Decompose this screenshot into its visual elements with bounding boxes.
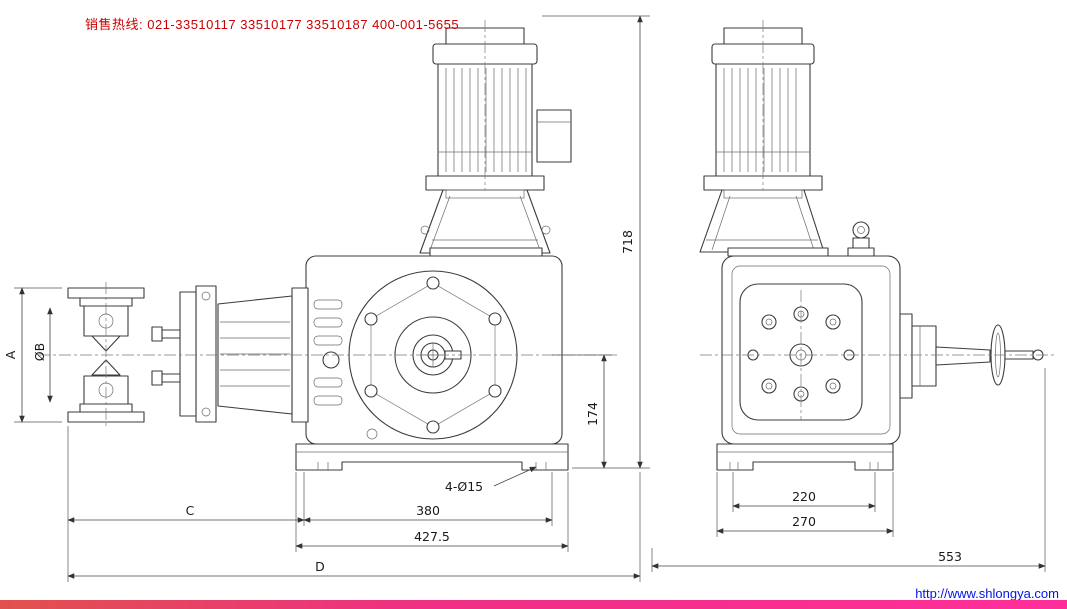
- dim-label-base-length: 427.5: [414, 529, 450, 544]
- dim-label-mounting-holes: 4-Ø15: [445, 479, 483, 494]
- dimension-annotations: 718 174 A ØB C 380 427.5 D 4-Ø15 220 270…: [3, 15, 1046, 582]
- gearbox-side: [721, 247, 901, 445]
- motor-front: [425, 20, 572, 208]
- dim-label-side-hole-spacing: 220: [792, 489, 816, 504]
- oil-sight-icon: [322, 351, 340, 369]
- dim-label-side-base-width: 270: [792, 514, 816, 529]
- base-side: [716, 443, 894, 471]
- relief-valve: [847, 221, 875, 257]
- dim-label-c: C: [186, 503, 195, 518]
- drain-plug-icon: [366, 428, 378, 440]
- dim-label-pipe-bore: ØB: [32, 343, 47, 361]
- website-link[interactable]: http://www.shlongya.com: [915, 586, 1059, 601]
- dim-label-hole-spacing: 380: [416, 503, 440, 518]
- lantern-side: [699, 189, 825, 253]
- front-view: [67, 20, 572, 471]
- pump-head-front: [151, 285, 309, 423]
- bottom-accent-bar: [0, 600, 1067, 609]
- dim-label-a: A: [3, 350, 18, 359]
- terminal-box-icon: [536, 109, 572, 163]
- valve-manifold-front: [67, 282, 145, 428]
- side-view: [699, 20, 1044, 471]
- gearbox-front: [305, 247, 563, 445]
- dim-label-overall-height: 718: [620, 230, 635, 254]
- lantern-front: [419, 189, 551, 254]
- stroke-adjuster: [899, 313, 1044, 399]
- dim-label-center-height: 174: [585, 402, 600, 426]
- dim-label-d: D: [315, 559, 325, 574]
- dim-label-side-overall: 553: [938, 549, 962, 564]
- sales-hotline-text: 销售热线: 021-33510117 33510177 33510187 400…: [85, 17, 460, 32]
- motor-side: [703, 20, 823, 208]
- base-front: [295, 443, 569, 471]
